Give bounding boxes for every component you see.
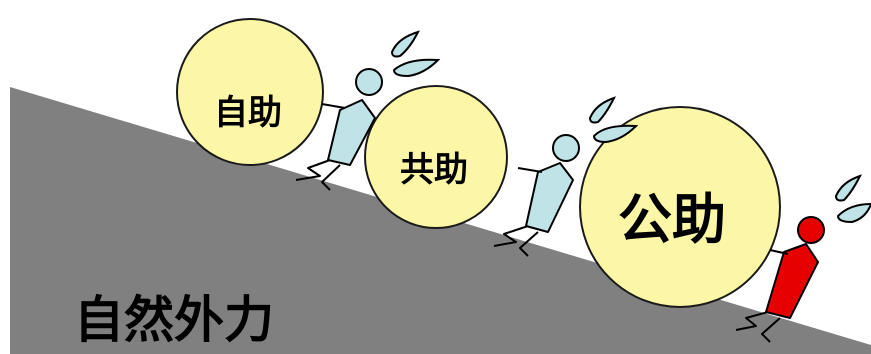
person-2-head — [552, 134, 580, 162]
person-pusher-1 — [295, 68, 383, 191]
sweat-drop — [592, 124, 639, 144]
ball-public-help — [579, 106, 781, 308]
ball-self-help — [176, 18, 324, 166]
person-1-arm — [321, 103, 346, 109]
person-pusher-2 — [493, 134, 580, 257]
person-3-arm — [769, 249, 789, 255]
label-external-force: 自然外力 — [74, 291, 274, 349]
sweat-drop — [392, 58, 441, 78]
sweat-drop — [834, 174, 862, 202]
person-3-head — [797, 216, 825, 244]
person-2-body — [525, 162, 574, 233]
person-1-leg — [295, 159, 331, 181]
sweat-drops-2 — [588, 96, 639, 144]
sweat-drop — [588, 96, 616, 124]
person-3-leg — [735, 311, 769, 331]
label-mutual-help: 共助 — [400, 150, 468, 190]
sweat-drop — [390, 30, 420, 58]
person-3-body — [765, 243, 819, 319]
person-2-leg — [493, 225, 529, 247]
person-2-arm — [517, 167, 543, 173]
person-pusher-3 — [735, 216, 825, 343]
sweat-drops-3 — [834, 174, 871, 224]
person-1-leg2 — [321, 164, 341, 191]
person-3-leg2 — [761, 317, 781, 343]
label-public-help: 公助 — [618, 188, 726, 251]
ball-mutual-help — [364, 85, 508, 229]
person-1-body — [327, 99, 376, 166]
person-2-leg2 — [519, 231, 539, 257]
sweat-drop — [836, 202, 871, 224]
sweat-drops-1 — [390, 30, 441, 78]
label-self-help: 自助 — [214, 93, 282, 133]
person-1-head — [355, 68, 383, 96]
